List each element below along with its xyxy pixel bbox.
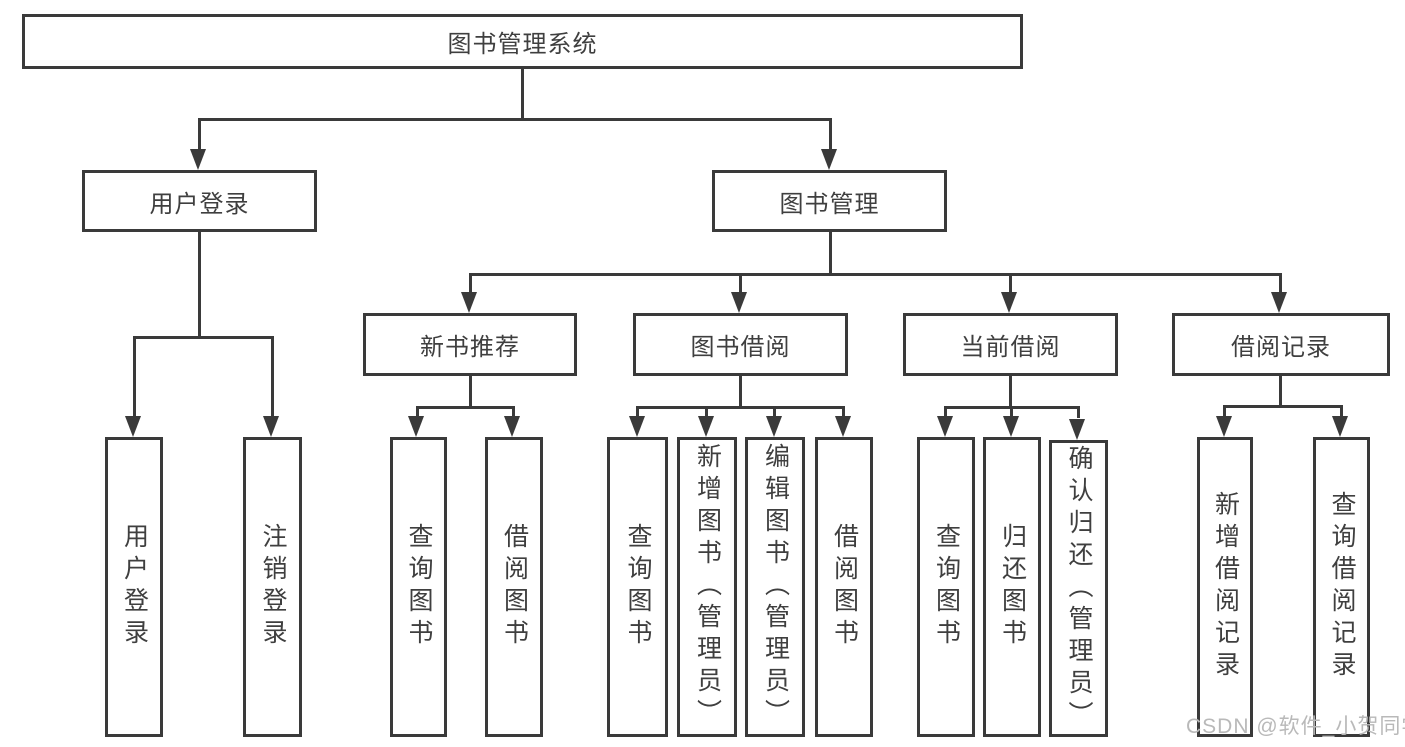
arrowhead-icon: [504, 416, 520, 437]
connector-line: [521, 69, 524, 119]
node-borrow-records-label: 借阅记录: [1231, 334, 1331, 361]
connector-line: [1009, 376, 1012, 409]
leaf-borrow-edit-box: 编辑图书（管理员）: [745, 437, 805, 737]
arrowhead-icon: [1332, 416, 1348, 437]
csdn-watermark: CSDN @软件_小贺同学: [1186, 715, 1405, 738]
connector-line: [842, 406, 845, 418]
connector-line: [1009, 273, 1012, 295]
arrowhead-icon: [1003, 416, 1019, 437]
connector-line: [829, 118, 832, 151]
connector-line: [739, 376, 742, 409]
leaf-current-confirm-box: 确认归还（管理员）: [1049, 440, 1108, 737]
arrowhead-icon: [1001, 292, 1017, 313]
leaf-label: 查询借阅记录: [1328, 491, 1356, 683]
connector-line: [198, 118, 201, 151]
connector-line: [739, 273, 742, 295]
leaf-label: 借阅图书: [500, 523, 529, 651]
connector-line: [416, 406, 515, 409]
connector-line: [1223, 405, 1226, 418]
connector-line: [469, 273, 472, 295]
connector-line: [944, 406, 947, 418]
leaf-user-login-box: 用户登录: [105, 437, 163, 737]
leaf-label: 新增借阅记录: [1211, 491, 1240, 683]
node-book-borrow-box: 图书借阅: [633, 313, 848, 376]
root-label: 图书管理系统: [447, 31, 598, 58]
leaf-label: 查询图书: [624, 523, 652, 651]
connector-line: [636, 406, 844, 409]
connector-line: [1077, 406, 1080, 418]
leaf-borrow-borrow-box: 借阅图书: [815, 437, 873, 737]
node-book-borrow-label: 图书借阅: [690, 334, 791, 361]
leaf-label: 新增图书（管理员）: [693, 443, 722, 731]
node-new-book-rec-box: 新书推荐: [363, 313, 577, 376]
arrowhead-icon: [731, 292, 747, 313]
connector-line: [469, 376, 472, 409]
root-box: 图书管理系统: [22, 14, 1023, 69]
node-new-book-rec-label: 新书推荐: [420, 334, 520, 361]
connector-line: [636, 406, 639, 418]
arrowhead-icon: [1216, 416, 1232, 437]
leaf-label: 用户登录: [120, 523, 149, 651]
leaf-current-return-box: 归还图书: [983, 437, 1041, 737]
connector-line: [198, 231, 201, 339]
branch-book-mgmt-box: 图书管理: [712, 170, 947, 232]
leaf-borrow-query-box: 查询图书: [607, 437, 668, 737]
arrowhead-icon: [1069, 419, 1085, 440]
leaf-newbook-borrow-box: 借阅图书: [485, 437, 543, 737]
arrowhead-icon: [125, 416, 141, 437]
arrowhead-icon: [1271, 292, 1287, 313]
connector-line: [1279, 376, 1282, 408]
connector-line: [705, 406, 708, 418]
connector-line: [773, 406, 776, 418]
connector-line: [133, 336, 136, 418]
arrowhead-icon: [835, 416, 851, 437]
arrowhead-icon: [629, 416, 645, 437]
connector-line: [1010, 406, 1013, 418]
leaf-logout-box: 注销登录: [243, 437, 302, 737]
leaf-borrow-add-box: 新增图书（管理员）: [677, 437, 737, 737]
connector-line: [512, 406, 515, 418]
arrowhead-icon: [937, 416, 953, 437]
leaf-records-query-box: 查询借阅记录: [1313, 437, 1370, 737]
connector-line: [133, 336, 274, 339]
connector-line: [1223, 405, 1343, 408]
leaf-label: 确认归还（管理员）: [1065, 444, 1093, 733]
connector-line: [829, 231, 832, 276]
arrowhead-icon: [190, 149, 206, 170]
arrowhead-icon: [698, 416, 714, 437]
leaf-current-query-box: 查询图书: [917, 437, 975, 737]
connector-line: [198, 118, 832, 121]
connector-line: [271, 336, 274, 418]
leaf-label: 编辑图书（管理员）: [761, 443, 790, 731]
leaf-label: 查询图书: [405, 523, 433, 651]
leaf-label: 归还图书: [998, 523, 1027, 651]
arrowhead-icon: [821, 149, 837, 170]
branch-user-login-box: 用户登录: [82, 170, 317, 232]
branch-book-mgmt-label: 图书管理: [779, 190, 880, 218]
leaf-label: 注销登录: [259, 523, 287, 651]
connector-line: [416, 406, 419, 418]
connector-line: [1279, 273, 1282, 295]
arrowhead-icon: [408, 416, 424, 437]
node-borrow-records-box: 借阅记录: [1172, 313, 1390, 376]
connector-line: [469, 273, 1282, 276]
connector-line: [1340, 405, 1343, 418]
node-current-borrow-label: 当前借阅: [960, 334, 1061, 361]
leaf-newbook-query-box: 查询图书: [390, 437, 447, 737]
branch-user-login-label: 用户登录: [149, 190, 250, 218]
leaf-label: 查询图书: [932, 523, 961, 651]
arrowhead-icon: [461, 292, 477, 313]
arrowhead-icon: [263, 416, 279, 437]
node-current-borrow-box: 当前借阅: [903, 313, 1118, 376]
leaf-records-add-box: 新增借阅记录: [1197, 437, 1253, 737]
leaf-label: 借阅图书: [830, 523, 859, 651]
arrowhead-icon: [766, 416, 782, 437]
